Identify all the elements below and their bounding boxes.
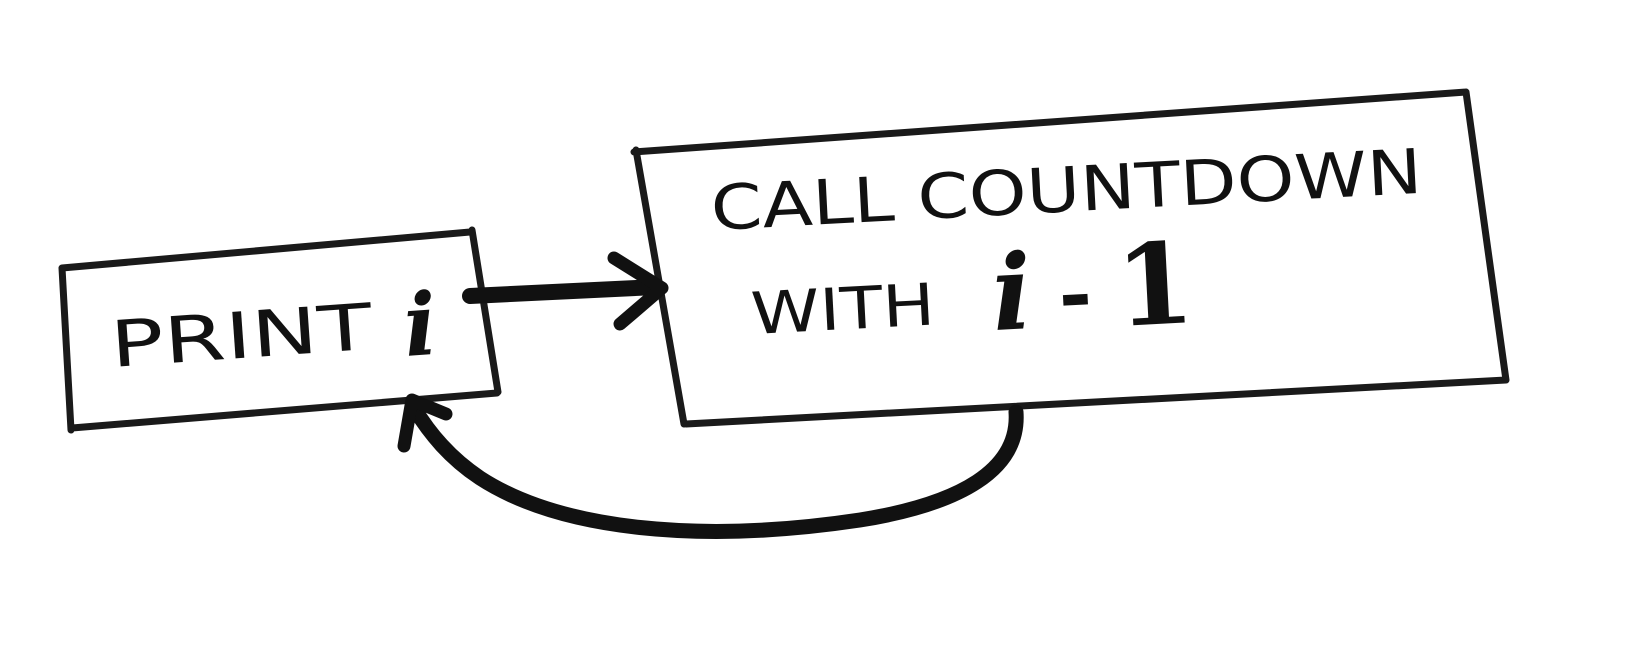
print-box: PRINT i <box>58 226 502 434</box>
return-arrow <box>397 393 1024 539</box>
call-line2-variable: i <box>989 230 1035 355</box>
print-box-outline <box>58 226 502 434</box>
return-arrow-curve <box>406 400 1024 539</box>
call-line2-operator: - <box>1056 245 1094 341</box>
print-label: PRINT <box>108 291 376 383</box>
forward-arrow <box>462 251 669 331</box>
forward-arrow-shaft <box>462 279 664 304</box>
call-line1: CALL COUNTDOWN <box>709 135 1424 245</box>
return-arrow-head <box>397 393 453 453</box>
call-box-outline <box>630 88 1510 428</box>
call-line2-number: 1 <box>1113 218 1198 353</box>
forward-arrow-head <box>607 251 669 331</box>
call-box: CALL COUNTDOWN WITH i - 1 <box>630 88 1510 428</box>
call-line2-prefix: WITH <box>749 270 936 348</box>
print-variable: i <box>400 274 440 377</box>
